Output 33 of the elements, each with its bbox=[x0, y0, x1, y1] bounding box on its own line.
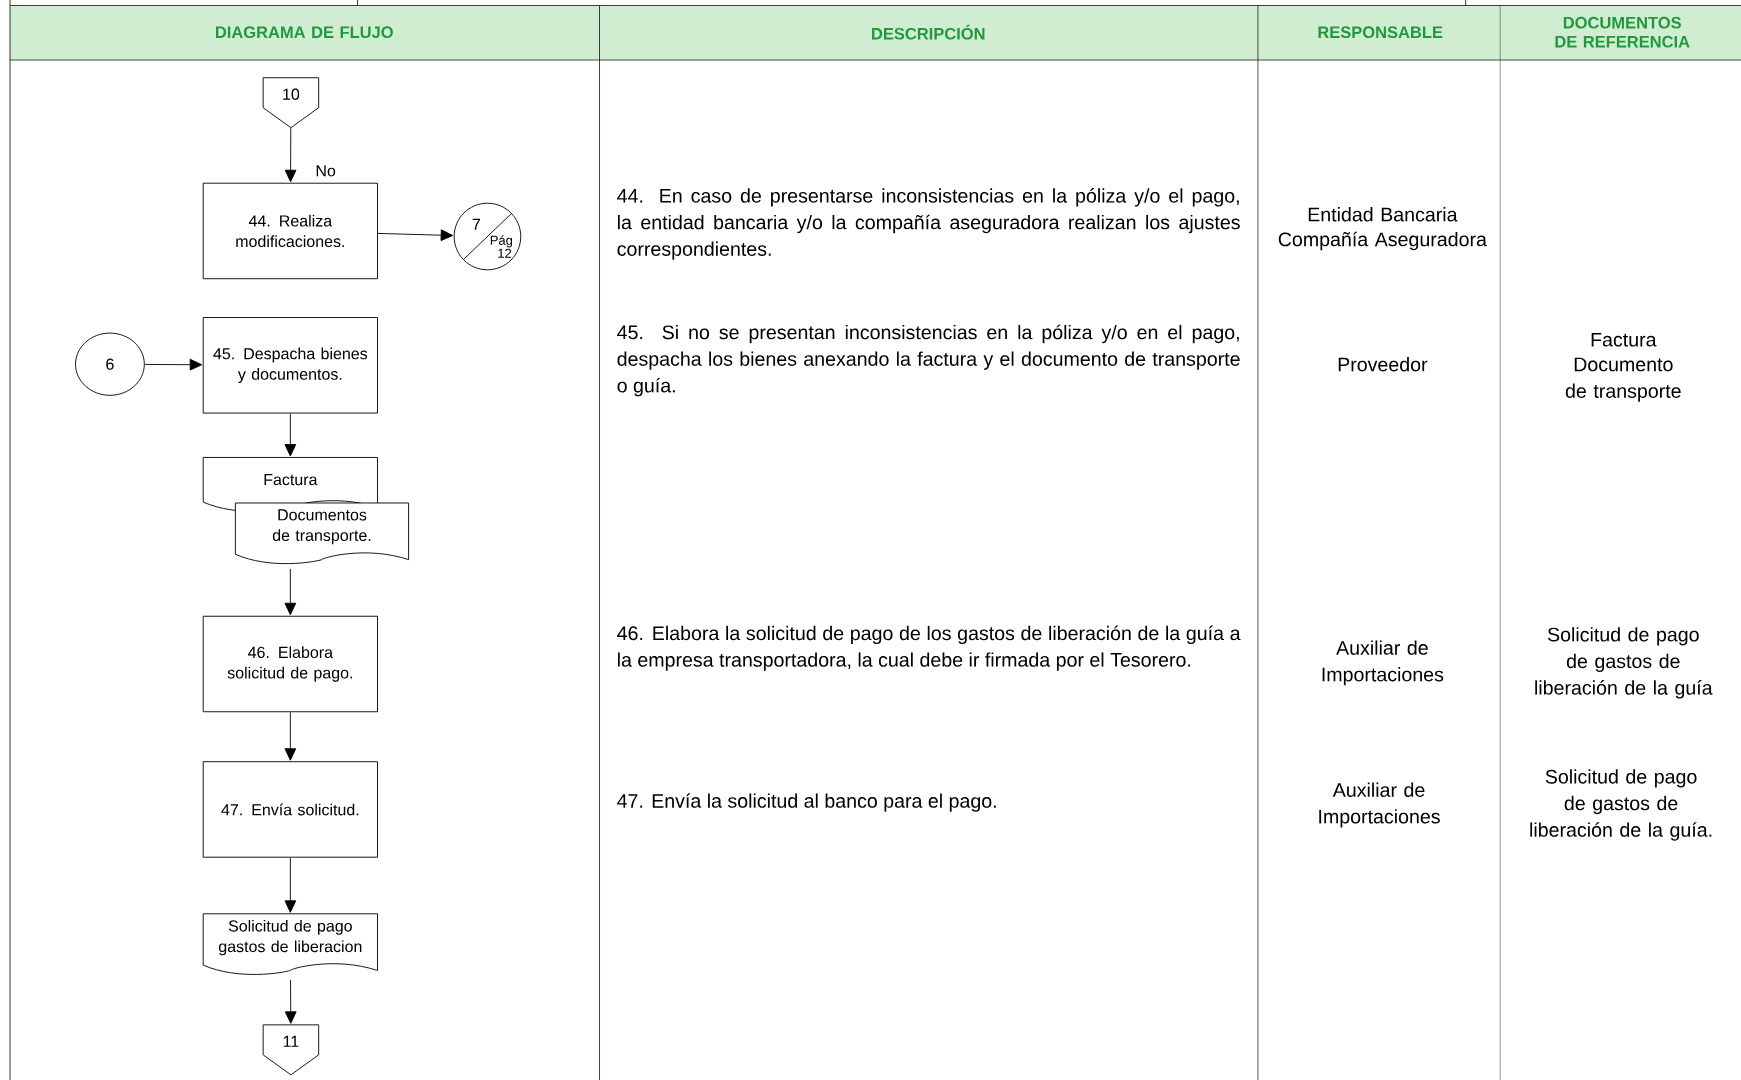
arrow bbox=[144, 358, 203, 371]
process-box: 46. Elabora solicitud de pago. bbox=[202, 615, 378, 713]
cell-text: Solicitud de pago de gastos de liberación de la guía bbox=[1535, 627, 1713, 699]
column-header: RESPONSABLE bbox=[1318, 26, 1443, 39]
cell-text: Proveedor bbox=[1338, 357, 1428, 372]
off-page-connector: 11 bbox=[262, 1024, 320, 1076]
cell-text: Solicitud de pago de gastos de liberación de la guía. bbox=[1530, 769, 1712, 841]
arrow bbox=[284, 413, 297, 457]
process-box: 45. Despacha bienes y documentos. bbox=[202, 317, 378, 414]
cell-text: Documento de transporte bbox=[1565, 357, 1681, 402]
cell-text: Auxiliar de Importaciones bbox=[1319, 782, 1440, 828]
column-header: DOCUMENTOS DE REFERENCIA bbox=[1555, 16, 1690, 48]
arrow bbox=[284, 711, 297, 761]
column-header: DIAGRAMA DE FLUJO bbox=[215, 26, 393, 39]
description-text: 45. Si no se presentan inconsistencias en la póliza y/o en el pago, despacha los bienes anexando la factura y el documento de transporte o guía. bbox=[617, 324, 1240, 397]
cell-text: Entidad Bancaria bbox=[1308, 207, 1458, 222]
cell-text: Factura bbox=[1591, 332, 1657, 347]
off-page-connector: 7 Pág 12 bbox=[453, 202, 522, 271]
process-box: 47. Envía solicitud. bbox=[202, 761, 378, 858]
arrow bbox=[377, 229, 454, 242]
column-header: DESCRIPCIÓN bbox=[872, 24, 985, 40]
description-text: 44. En caso de presentarse inconsistencias en la póliza y/o el pago, la entidad bancaria y/o la compañía aseguradora realizan los ajustes correspondientes. bbox=[617, 188, 1240, 260]
arrow bbox=[284, 979, 297, 1024]
process-box: 44. Realiza modificaciones. bbox=[202, 182, 378, 280]
arrow bbox=[284, 568, 297, 616]
arrow bbox=[284, 857, 297, 913]
edge-label: No bbox=[314, 164, 337, 178]
arrow bbox=[284, 127, 297, 183]
cell-text: Compañía Aseguradora bbox=[1278, 231, 1487, 251]
description-text: 47. Envía la solicitud al banco para el pago. bbox=[617, 793, 996, 812]
off-page-connector: 10 bbox=[262, 77, 320, 129]
cell-text: Auxiliar de Importaciones bbox=[1322, 640, 1444, 686]
description-text: 46. Elabora la solicitud de pago de los gastos de liberación de la guía a la empresa transportadora, la cual debe ir firmada por el Tesorero. bbox=[617, 625, 1241, 671]
